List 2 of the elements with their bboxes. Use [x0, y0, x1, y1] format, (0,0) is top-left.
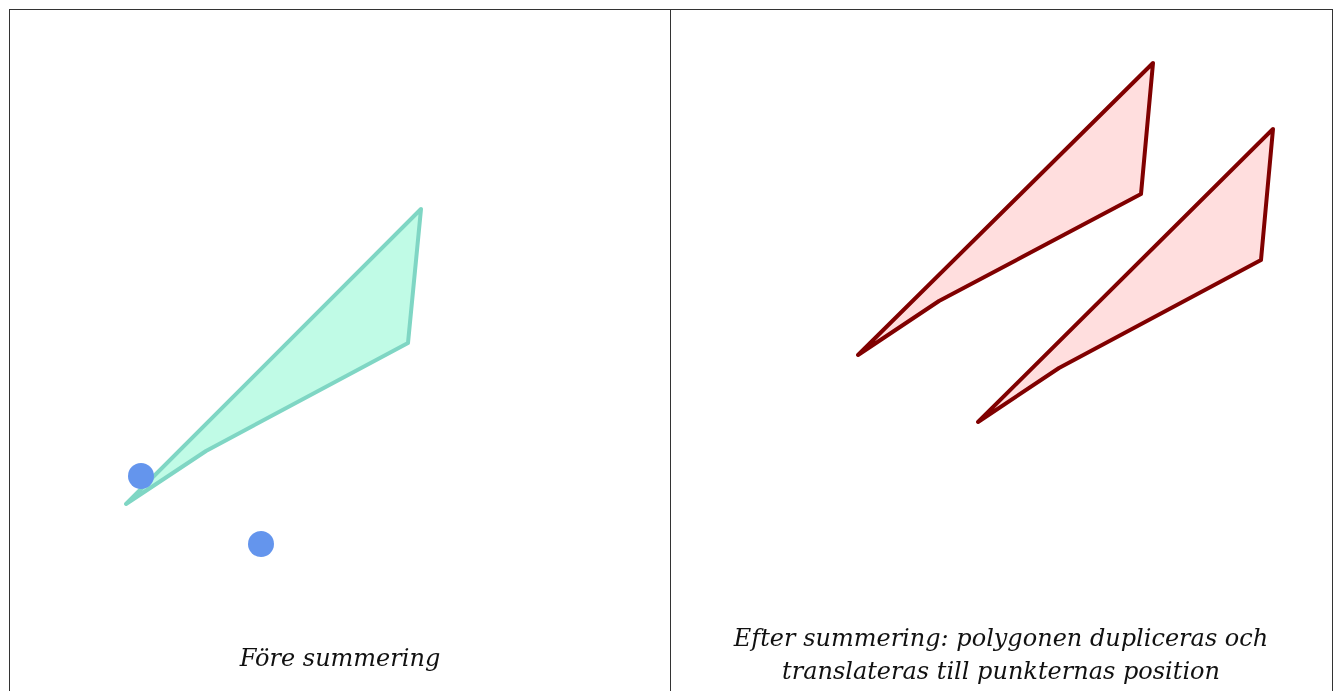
caption-text: Efter summering: polygonen dupliceras och translateras till punkternas position	[732, 623, 1270, 687]
caption-text: Före summering	[238, 643, 442, 674]
